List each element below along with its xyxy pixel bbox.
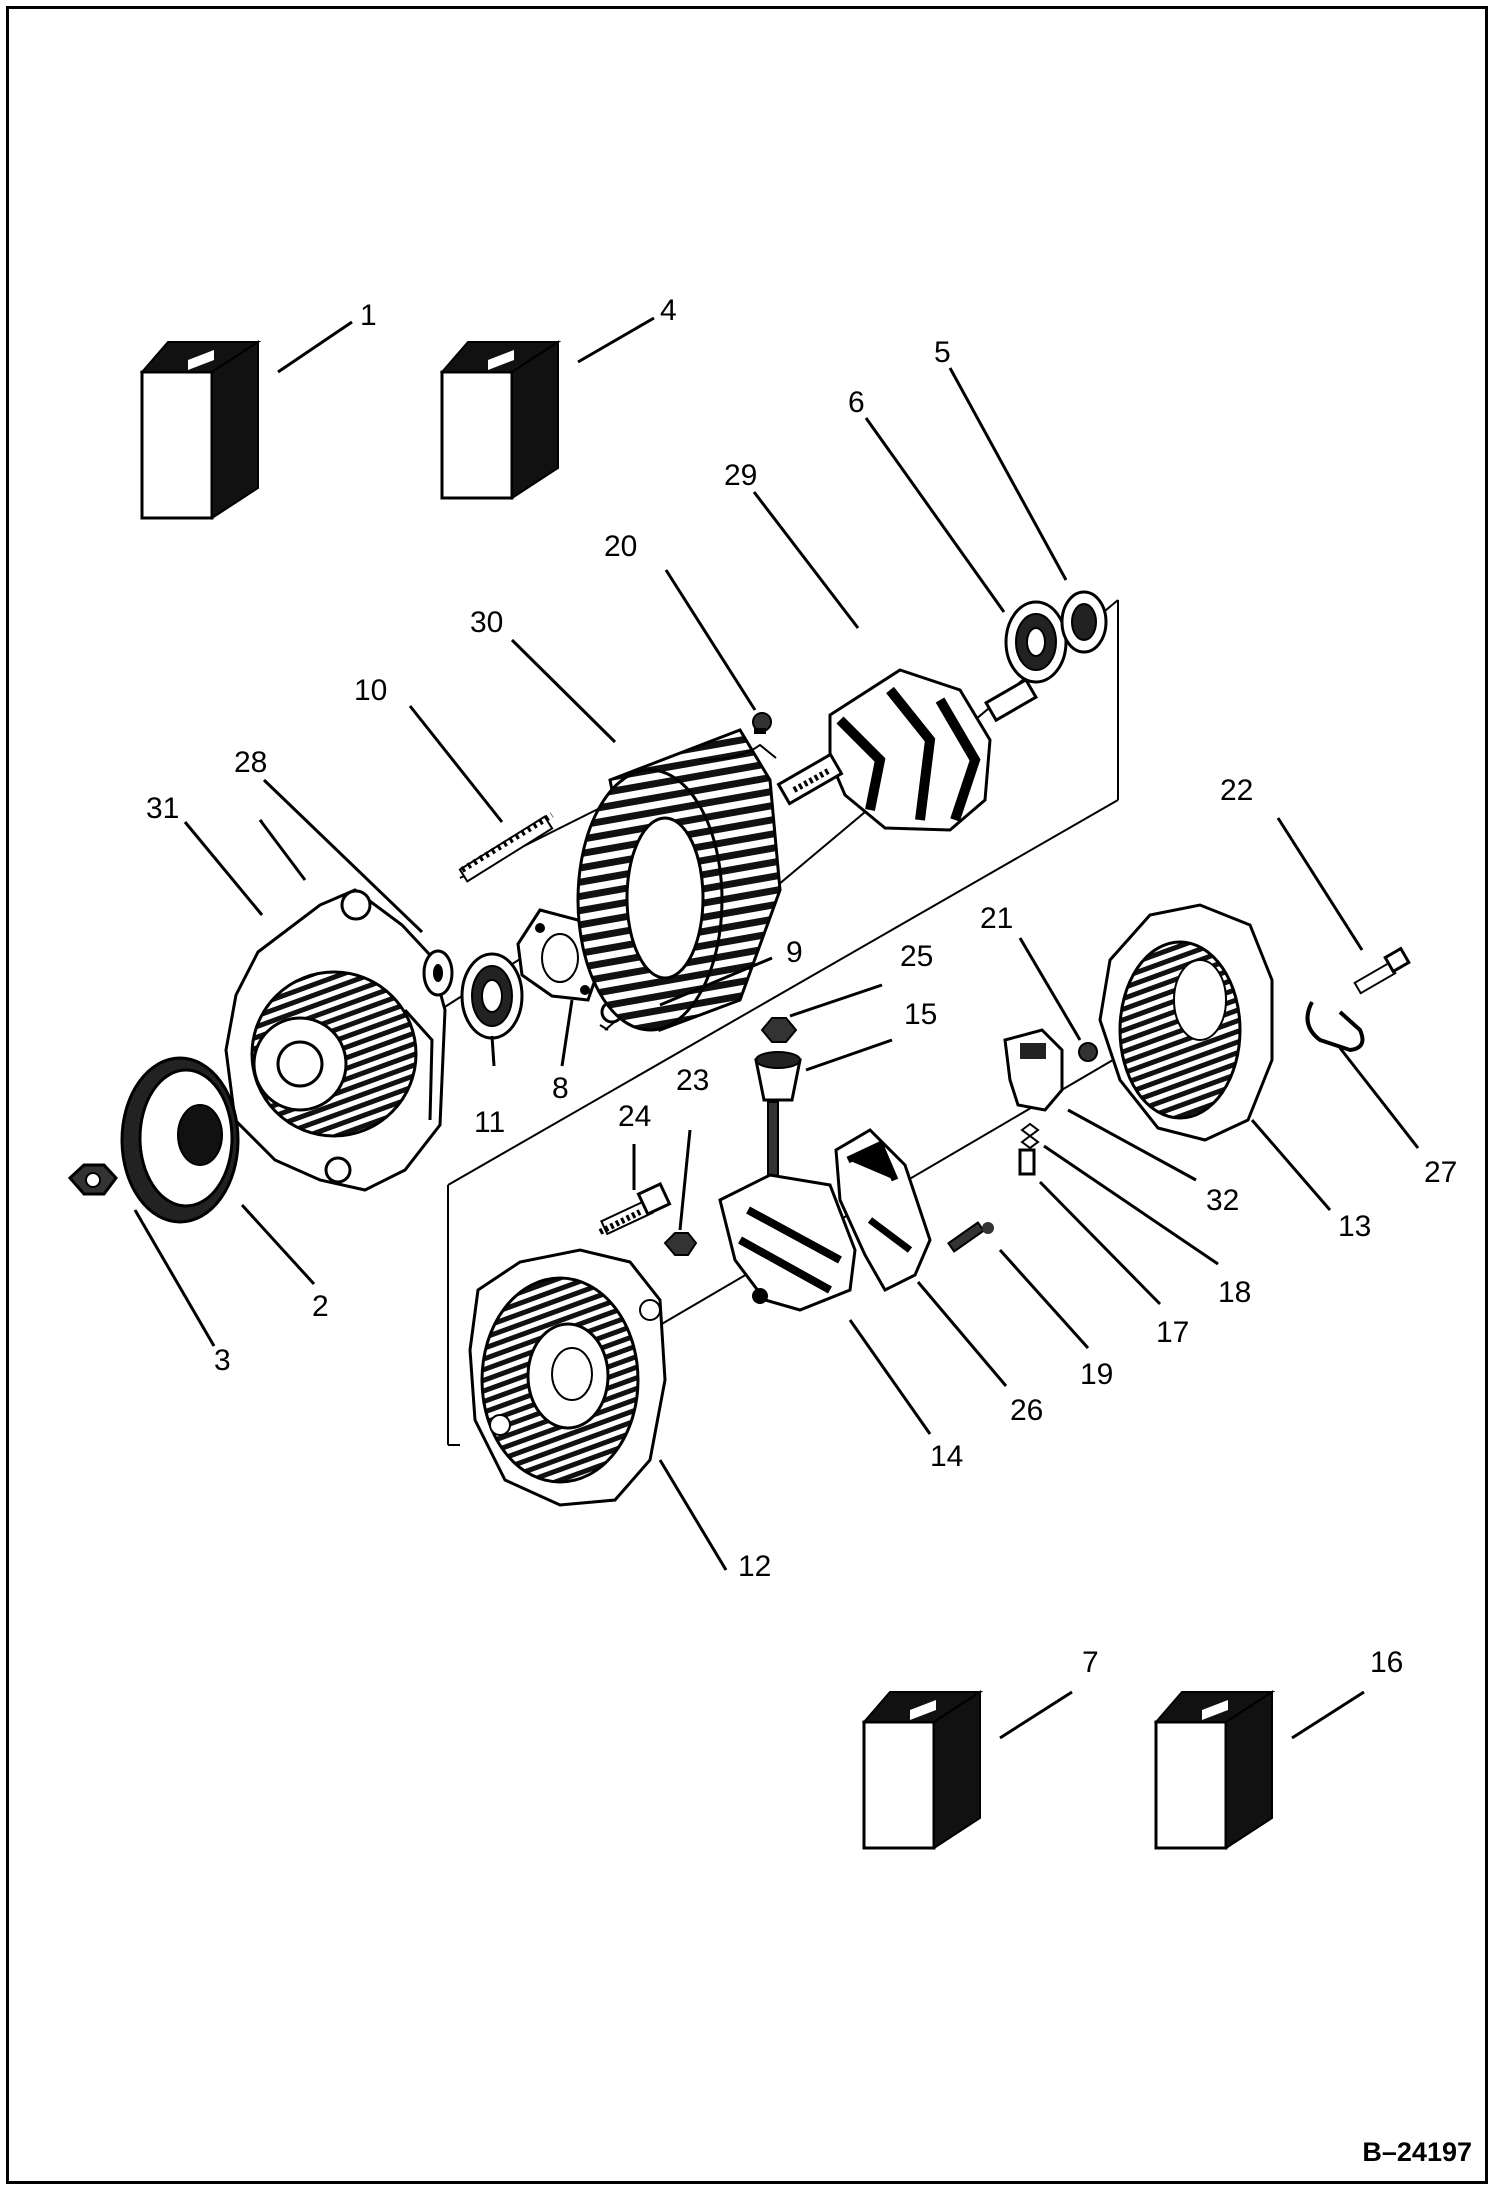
callout-23: 23	[676, 1064, 709, 1097]
through-bolt	[598, 1181, 672, 1236]
kit-box-4	[439, 340, 562, 500]
rear-cover	[1098, 903, 1274, 1142]
callout-1: 1	[360, 299, 377, 332]
leader-lines	[133, 316, 1420, 1740]
callout-22: 22	[1220, 774, 1253, 807]
callout-16: 16	[1370, 1646, 1403, 1679]
cover-bolt	[1353, 946, 1411, 995]
brush-holder	[1003, 1028, 1064, 1112]
callout-17: 17	[1156, 1316, 1189, 1349]
voltage-regulator	[834, 1128, 932, 1292]
kit-box-7	[861, 1690, 984, 1850]
callout-28: 28	[234, 746, 267, 779]
callout-3: 3	[214, 1344, 231, 1377]
brush-spring	[1020, 1122, 1040, 1150]
callout-26: 26	[1010, 1394, 1043, 1427]
callout-25: 25	[900, 940, 933, 973]
callout-27: 27	[1424, 1156, 1457, 1189]
callout-31: 31	[146, 792, 179, 825]
rotor	[776, 668, 1038, 832]
terminal-insulator	[754, 1051, 802, 1102]
callout-24: 24	[618, 1100, 651, 1133]
pulley-nut	[67, 1163, 118, 1196]
callout-11: 11	[474, 1106, 505, 1139]
rectifier	[718, 1101, 857, 1312]
callout-29: 29	[724, 459, 757, 492]
bearing-cover	[1060, 590, 1108, 654]
callout-19: 19	[1080, 1358, 1113, 1391]
pulley	[120, 1056, 240, 1224]
regulator-screw	[946, 1221, 994, 1253]
terminal-clip	[1305, 1001, 1365, 1053]
spacer-ring	[422, 949, 454, 997]
callout-7: 7	[1082, 1646, 1099, 1679]
callout-20: 20	[604, 530, 637, 563]
terminal-nut	[663, 1232, 698, 1256]
stator-screw	[752, 712, 772, 734]
stud	[458, 812, 554, 883]
callout-6: 6	[848, 386, 865, 419]
brush-holder-screw	[1078, 1042, 1098, 1062]
callout-5: 5	[934, 336, 951, 369]
stator	[576, 728, 782, 1033]
brush	[1018, 1148, 1036, 1176]
b-terminal-nut	[760, 1017, 798, 1043]
bearing-drive-end	[460, 952, 524, 1040]
callout-9: 9	[786, 936, 803, 969]
callout-labels: 1 4 5 6 29 20 30 10 28 31 22 21 9 25 15 …	[146, 294, 1457, 1679]
kit-box-1	[139, 340, 262, 520]
callout-14: 14	[930, 1440, 963, 1473]
callout-2: 2	[312, 1290, 329, 1323]
callout-32: 32	[1206, 1184, 1239, 1217]
callout-30: 30	[470, 606, 503, 639]
callout-4: 4	[660, 294, 677, 327]
bearing-slip-ring-end	[1004, 600, 1068, 684]
callout-12: 12	[738, 1550, 771, 1583]
callout-13: 13	[1338, 1210, 1371, 1243]
drive-end-frame	[224, 888, 447, 1192]
kit-box-16	[1153, 1690, 1276, 1850]
callout-21: 21	[980, 902, 1013, 935]
rear-frame	[468, 1248, 667, 1507]
callout-10: 10	[354, 674, 387, 707]
callout-18: 18	[1218, 1276, 1251, 1309]
diagram-frame	[6, 6, 1488, 2184]
callout-8: 8	[552, 1072, 569, 1105]
figure-id: B–24197	[1362, 2137, 1472, 2167]
callout-15: 15	[904, 998, 937, 1031]
